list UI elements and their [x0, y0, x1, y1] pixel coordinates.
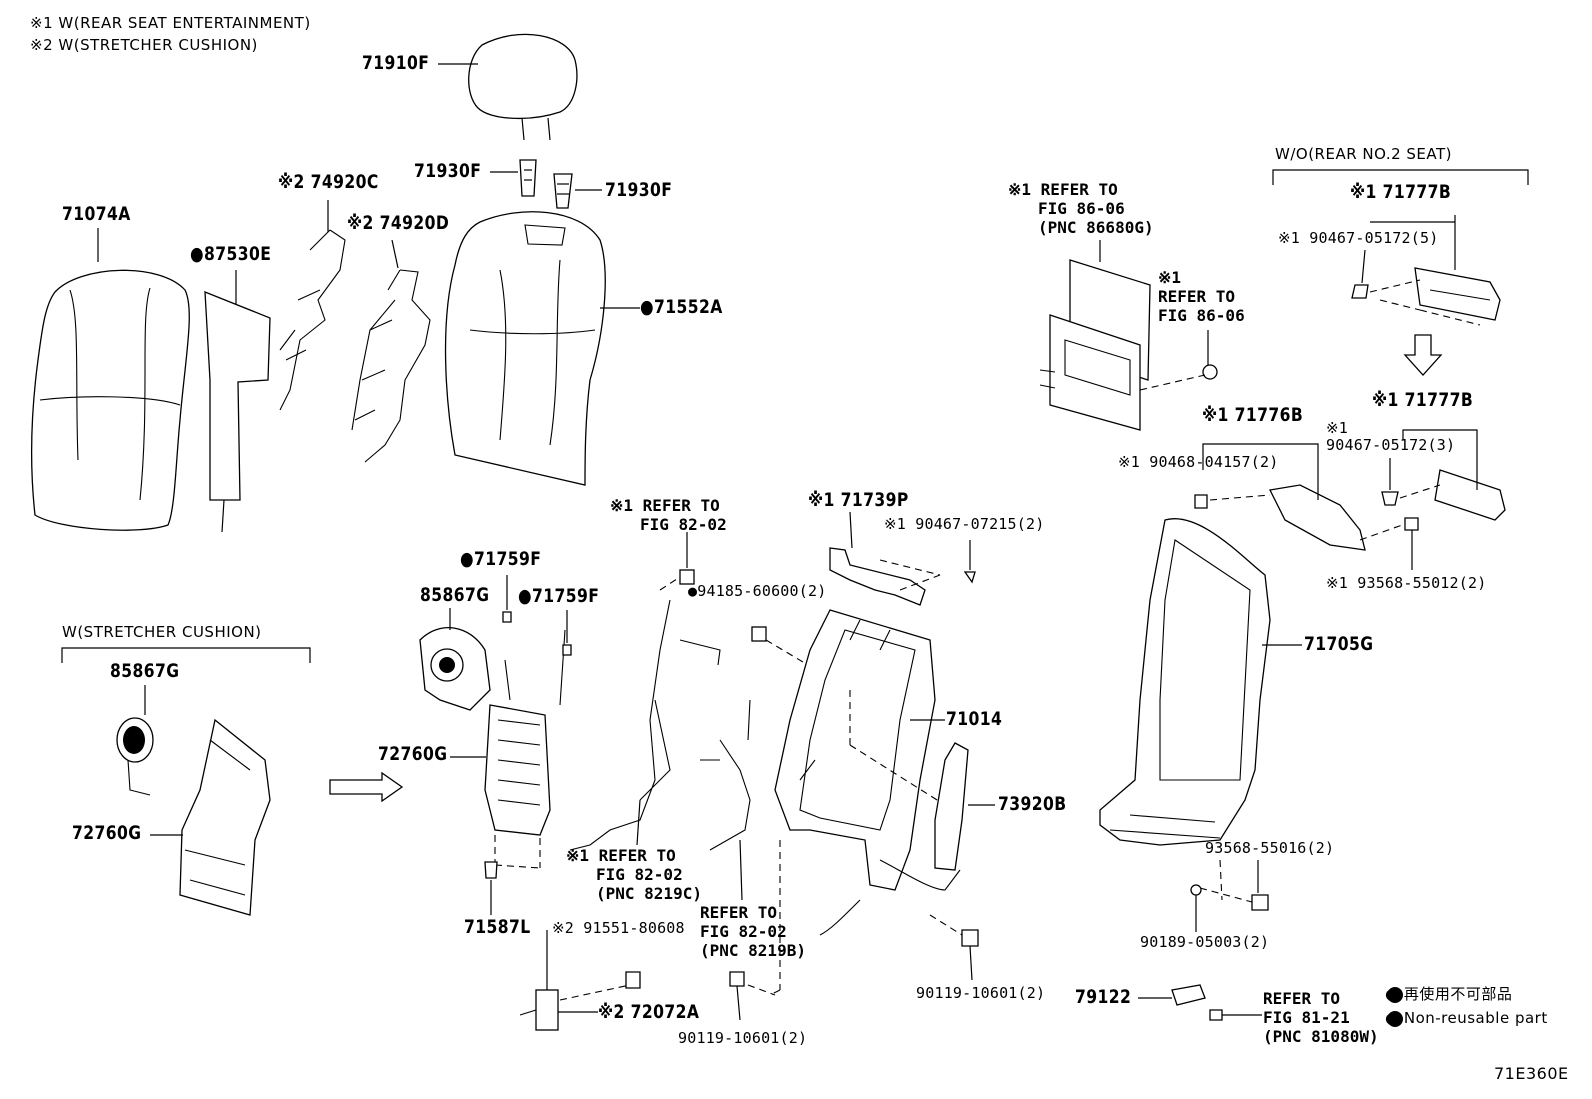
part-85867G-main: 85867G	[420, 584, 490, 606]
cover-clip-drawing	[1138, 984, 1262, 1021]
part-74920C: ※2 74920C	[278, 171, 379, 193]
ref-line: (PNC 8219C)	[596, 884, 702, 903]
ref-fig-82-02-8219b: REFER TO FIG 82-02 (PNC 8219B)	[700, 903, 806, 960]
part-85867G-stretcher: 85867G	[110, 660, 180, 682]
seatback-pad-drawing	[444, 211, 640, 486]
speaker-drawing	[419, 608, 491, 711]
ref-line: (PNC 81080W)	[1263, 1027, 1379, 1046]
part-91551-80608: ※2 91551-80608	[552, 919, 685, 937]
speaker-small-drawing	[116, 685, 154, 796]
bracket-drawing	[829, 511, 976, 606]
ref-line: FIG 81-21	[1263, 1008, 1350, 1027]
bolt-drawing	[729, 914, 979, 1021]
ref-fig-82-02-8219c: ※1 REFER TO FIG 82-02 (PNC 8219C)	[566, 846, 702, 903]
part-71552A: ●71552A	[640, 296, 723, 318]
part-90467-05172-3-mark: ※1	[1326, 419, 1348, 437]
part-93568-55012: ※1 93568-55012(2)	[1326, 574, 1487, 592]
legend-en: ● Non-reusable part	[1385, 1009, 1548, 1027]
ref-line: FIG 82-02	[596, 865, 683, 884]
ref-line: REFER TO	[1158, 287, 1236, 306]
part-90119-10601-a: 90119-10601(2)	[678, 1029, 808, 1047]
back-board-drawing	[450, 629, 566, 915]
legend-dot-jp	[1387, 987, 1403, 1003]
part-71074A: 71074A	[62, 203, 131, 225]
ref-line: REFER TO	[700, 903, 778, 922]
monitor-drawing	[1039, 240, 1218, 431]
ref-line: ※1 REFER TO	[610, 496, 720, 515]
part-87530E: ●87530E	[190, 243, 272, 265]
part-71777B-upper: ※1 71777B	[1350, 181, 1452, 203]
ref-line: FIG 82-02	[700, 922, 787, 941]
wire-harness-drawing	[569, 532, 751, 901]
part-71930F-right: 71930F	[605, 179, 673, 201]
part-72760G-main: 72760G	[378, 743, 448, 765]
ref-line: ※1 REFER TO	[1008, 180, 1118, 199]
legend-jp: ● 再使用不可部品	[1385, 985, 1513, 1003]
diagram-id: 71E360E	[1494, 1064, 1569, 1083]
legend-dot-en	[1387, 1011, 1403, 1027]
part-71705G: 71705G	[1304, 633, 1374, 655]
trim-upper-drawing	[1272, 169, 1529, 376]
part-71910F: 71910F	[362, 52, 430, 74]
part-71776B: ※1 71776B	[1202, 404, 1304, 426]
part-71014: 71014	[946, 708, 1003, 730]
ref-fig-82-02-top: ※1 REFER TO FIG 82-02	[610, 496, 727, 534]
seatback-panel-drawing	[1099, 518, 1302, 932]
group-label-wo-rear2: W/O(REAR NO.2 SEAT)	[1275, 145, 1453, 163]
part-71930F-left: 71930F	[414, 160, 482, 182]
group-label-stretcher: W(STRETCHER CUSHION)	[62, 623, 262, 641]
part-90467-07215: ※1 90467-07215(2)	[884, 515, 1045, 533]
trim-lower-drawing	[1194, 429, 1506, 570]
ref-fig-86-06: ※1 REFER TO FIG 86-06	[1158, 268, 1245, 325]
note-1: ※1 W(REAR SEAT ENTERTAINMENT)	[30, 14, 311, 32]
part-71587L: 71587L	[464, 916, 531, 938]
ref-line: ※1	[1158, 268, 1182, 287]
headrest-support-drawing	[490, 159, 602, 209]
part-72760G-stretcher: 72760G	[72, 822, 142, 844]
side-airbag-drawing	[934, 742, 995, 871]
seatback-cover-drawing	[30, 228, 190, 531]
part-74920D: ※2 74920D	[347, 212, 450, 234]
part-90468-04157: ※1 90468-04157(2)	[1118, 453, 1279, 471]
part-71739P: ※1 71739P	[808, 489, 909, 511]
stretcher-frame-drawing	[279, 200, 431, 463]
part-90467-05172-5: ※1 90467-05172(5)	[1278, 229, 1439, 247]
ref-line: FIG 86-06	[1038, 199, 1125, 218]
ref-fig-81-21: REFER TO FIG 81-21 (PNC 81080W)	[1263, 989, 1379, 1046]
clip-drawing	[502, 575, 572, 656]
note-2: ※2 W(STRETCHER CUSHION)	[30, 36, 258, 54]
ref-line: (PNC 8219B)	[700, 941, 806, 960]
headrest-drawing	[438, 33, 578, 141]
ref-line: (PNC 86680G)	[1038, 218, 1154, 237]
part-90119-10601-b: 90119-10601(2)	[916, 984, 1046, 1002]
part-90467-05172-3: 90467-05172(3)	[1326, 436, 1456, 454]
part-73920B: 73920B	[998, 793, 1067, 815]
part-93568-55016: 93568-55016(2)	[1205, 839, 1335, 857]
back-board-small-drawing	[150, 718, 271, 916]
part-72072A: ※2 72072A	[598, 1001, 700, 1023]
ref-line: FIG 82-02	[640, 515, 727, 534]
part-94185-60600: ●94185-60600(2)	[688, 582, 827, 600]
ref-line: REFER TO	[1263, 989, 1341, 1008]
part-71777B-lower: ※1 71777B	[1372, 389, 1474, 411]
part-79122: 79122	[1075, 986, 1132, 1008]
part-71759F-lower: ●71759F	[518, 585, 600, 607]
part-90189-05003: 90189-05003(2)	[1140, 933, 1270, 951]
ref-line: FIG 86-06	[1158, 306, 1245, 325]
pad-drawing	[204, 270, 271, 533]
seat-frame-drawing	[769, 609, 961, 996]
ref-fig-86-06-pnc: ※1 REFER TO FIG 86-06 (PNC 86680G)	[1008, 180, 1154, 237]
ref-line: ※1 REFER TO	[566, 846, 676, 865]
sensor-drawing	[519, 930, 641, 1031]
part-71759F-upper: ●71759F	[460, 548, 542, 570]
